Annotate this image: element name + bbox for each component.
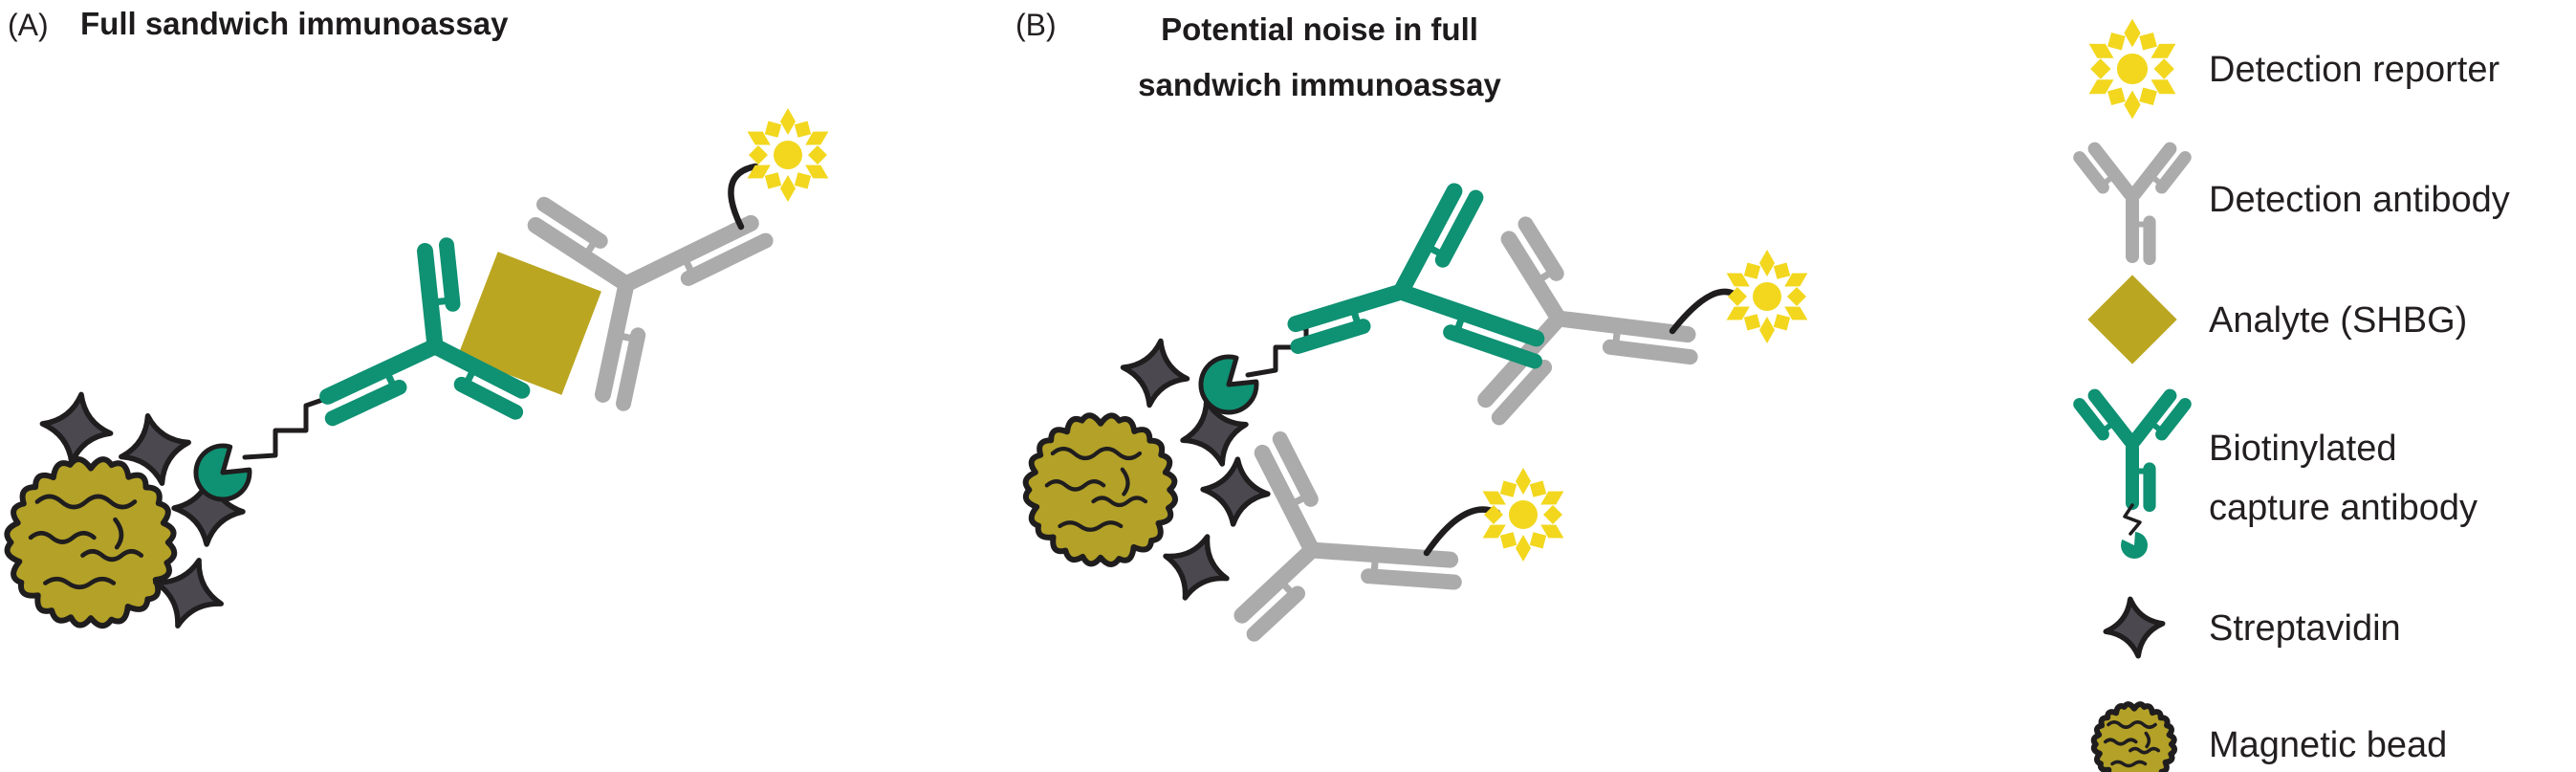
reporter-tether — [728, 163, 759, 231]
streptavidin-icon — [119, 413, 191, 486]
magnetic-bead-icon — [1022, 412, 1178, 567]
streptavidin-icon — [1180, 398, 1249, 467]
panel-a — [4, 108, 829, 629]
analyte-shbg-icon — [458, 252, 601, 395]
capture-antibody-icon — [319, 237, 531, 427]
panel-b-title-line1: Potential noise in full — [1161, 11, 1478, 47]
free-detection-antibody-icon — [1233, 430, 1462, 642]
legend — [2073, 18, 2192, 772]
detection-reporter-sun-icon — [1726, 250, 1808, 343]
streptavidin-icon — [1200, 456, 1271, 527]
legend-detection-reporter-icon — [2088, 18, 2176, 120]
legend-label-detection-antibody: Detection antibody — [2209, 180, 2510, 220]
panel-a-label: (A) — [8, 8, 49, 42]
legend-label-biotinylated-capture-antibody: Biotinylated capture antibody — [2209, 419, 2478, 538]
biotin-linker-zigzag — [2123, 503, 2142, 536]
legend-label-magnetic-bead: Magnetic bead — [2209, 725, 2448, 765]
streptavidin-icon — [39, 391, 114, 466]
panel-b — [1022, 183, 1808, 642]
streptavidin-icon — [153, 558, 224, 629]
legend-biotinylated-capture-antibody-icon — [2073, 388, 2192, 559]
legend-analyte-diamond-icon — [2087, 275, 2177, 364]
panel-a-title: Full sandwich immunoassay — [80, 6, 509, 41]
detection-reporter-sun-icon — [747, 108, 829, 202]
magnetic-bead-icon — [4, 456, 178, 629]
legend-magnetic-bead-icon — [2090, 701, 2178, 772]
streptavidin-icon — [171, 473, 246, 547]
biotin-binding-site-icon — [193, 443, 252, 502]
capture-antibody-icon — [2073, 388, 2192, 513]
streptavidin-cluster — [1120, 338, 1271, 601]
streptavidin-icon — [1120, 338, 1190, 408]
legend-label-detection-reporter: Detection reporter — [2209, 50, 2500, 90]
nonspecific-detection-antibody-icon — [1477, 216, 1698, 426]
legend-label-biotinylated-line2: capture antibody — [2209, 488, 2478, 528]
capture-antibody-icon — [1287, 183, 1545, 369]
streptavidin-cluster — [39, 391, 246, 629]
biotin-binding-site-icon — [1198, 354, 1259, 415]
legend-detection-antibody-icon — [2073, 142, 2192, 266]
legend-label-analyte: Analyte (SHBG) — [2209, 300, 2468, 341]
legend-label-biotinylated-line1: Biotinylated — [2209, 429, 2397, 469]
detection-reporter-sun-icon — [1482, 468, 1564, 562]
panel-b-title-line2: sandwich immunoassay — [1138, 67, 1501, 102]
biotin-binding-site-icon — [2121, 532, 2149, 559]
biotin-linker-zigzag — [242, 395, 331, 460]
detection-antibody-icon — [527, 196, 774, 411]
panel-b-title: Potential noise in full sandwich immunoa… — [1100, 2, 1539, 113]
legend-label-streptavidin: Streptavidin — [2209, 608, 2401, 649]
streptavidin-icon — [1163, 534, 1230, 601]
legend-streptavidin-icon — [2103, 596, 2166, 659]
panel-b-label: (B) — [1015, 8, 1057, 42]
